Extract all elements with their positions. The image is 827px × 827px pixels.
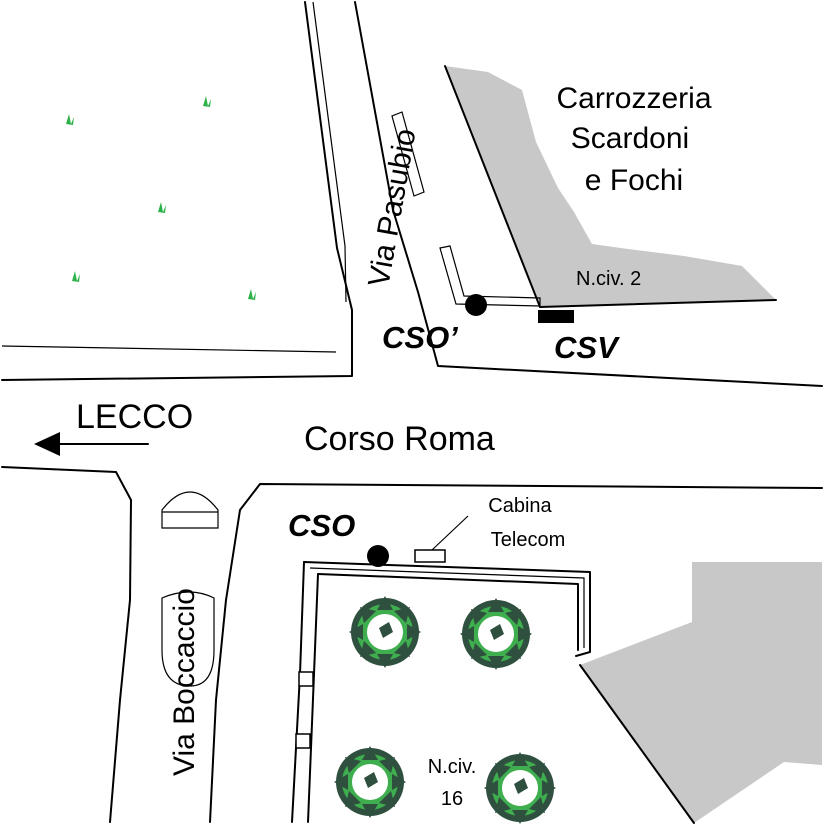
- carrozzeria-side-line: [444, 65, 541, 308]
- civ16-outline-inner: [317, 573, 579, 651]
- civic-number-16-line2: 16: [441, 788, 463, 810]
- civ16-outline-outer: [303, 561, 591, 657]
- building-civ-16-area: [580, 562, 822, 823]
- grass-tuft: [248, 289, 256, 300]
- civic-number-16-line1: N.civ.: [428, 756, 477, 778]
- marker-label-csv: CSV: [554, 330, 620, 365]
- direction-label-lecco: LECCO: [76, 398, 193, 436]
- street-label-corso-roma: Corso Roma: [304, 420, 495, 458]
- boccaccio-island-bottom: [161, 591, 215, 687]
- civ16-outline-mid: [309, 567, 585, 648]
- civ16-column-b: [295, 733, 311, 749]
- civ16-left-outer: [291, 561, 305, 823]
- cabina-label-line2: Telecom: [491, 529, 565, 551]
- grass-group: [66, 96, 256, 300]
- shrub: [484, 752, 556, 824]
- grass-tuft: [203, 96, 211, 107]
- cso-marker: [367, 545, 389, 567]
- cabina-label-line1: Cabina: [488, 495, 552, 517]
- cabina-telecom-box: [414, 549, 446, 563]
- civ16-building-edge: [579, 664, 695, 824]
- grass-tuft: [66, 114, 74, 125]
- boccaccio-island-top: [161, 491, 219, 529]
- via-pasubio-right-edge: [354, 1, 823, 387]
- via-pasubio-inner-line: [312, 1, 347, 303]
- pasubio-sidewalk-b: [439, 245, 541, 307]
- shrub: [334, 746, 406, 818]
- grass-tuft: [158, 202, 166, 213]
- carrozzeria-building: [445, 66, 776, 307]
- via-pasubio-left-edge: [1, 1, 353, 381]
- marker-label-cso: CSO: [288, 508, 355, 543]
- civic-number-2: N.civ. 2: [576, 268, 641, 290]
- corso-roma-lower-right: [209, 483, 823, 823]
- civ16-left-inner: [307, 573, 319, 823]
- carrozzeria-label-line1: Carrozzeria: [556, 82, 711, 115]
- grass-tuft: [72, 271, 80, 282]
- carrozzeria-label-line3: e Fochi: [585, 164, 683, 197]
- top-left-block-edge: [1, 345, 337, 353]
- corso-roma-lower-left: [1, 466, 132, 823]
- street-label-via-pasubio: Via Pasubio: [362, 126, 422, 289]
- marker-label-cso-prime: CSO’: [382, 320, 458, 355]
- pasubio-sidewalk-a: [391, 111, 425, 197]
- street-label-via-boccaccio: Via Boccaccio: [168, 588, 201, 776]
- shrub: [460, 598, 532, 670]
- shrub: [349, 596, 421, 668]
- cso-prime-marker: [465, 294, 487, 316]
- cabina-leader-line: [431, 515, 469, 551]
- carrozzeria-front-line: [539, 299, 777, 308]
- csv-marker: [538, 310, 574, 323]
- lecco-arrow-head: [34, 432, 60, 456]
- carrozzeria-label-line2: Scardoni: [571, 122, 689, 155]
- civ16-column-a: [298, 671, 314, 687]
